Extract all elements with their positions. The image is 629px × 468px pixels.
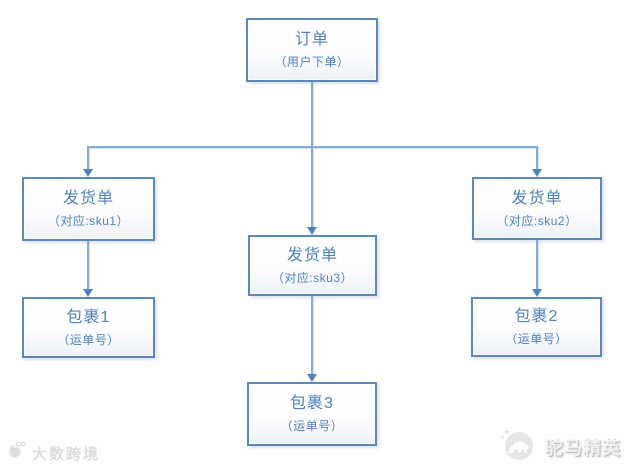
watermark-bottom-left: 大数跨境 xyxy=(6,440,100,467)
connector-ship2-to-pkg2 xyxy=(536,240,538,290)
node-title: 发货单 xyxy=(62,190,114,207)
arrowhead-to-ship2 xyxy=(532,169,542,177)
node-title: 发货单 xyxy=(511,189,563,207)
node-package-3: 包裹3 （运单号） xyxy=(247,382,377,446)
connector-drop-right xyxy=(536,146,538,170)
connector-drop-left xyxy=(87,146,89,170)
node-shipment-sku2: 发货单 （对应:sku2） xyxy=(472,177,602,240)
watermark-bottom-right: 驼马精英 xyxy=(497,426,621,467)
node-title: 包裹3 xyxy=(290,395,334,412)
hand-logo-icon xyxy=(6,440,28,467)
connector-order-to-ship3-vertical xyxy=(311,82,313,228)
node-title: 包裹2 xyxy=(514,308,559,325)
connector-ship3-to-pkg3 xyxy=(311,296,313,375)
watermark-text: 大数跨境 xyxy=(32,446,101,463)
arrowhead-to-pkg1 xyxy=(83,289,93,297)
arrowhead-to-ship1 xyxy=(83,169,93,177)
node-package-1: 包裹1 （运单号） xyxy=(22,297,155,358)
node-shipment-sku1: 发货单 （对应:sku1） xyxy=(22,177,155,241)
node-title: 订单 xyxy=(294,31,329,48)
camel-badge-icon xyxy=(497,426,539,467)
arrowhead-to-pkg3 xyxy=(307,374,317,382)
arrowhead-to-pkg2 xyxy=(532,289,542,297)
connector-ship1-to-pkg1 xyxy=(87,241,89,290)
node-subtitle: （对应:sku1） xyxy=(47,214,130,228)
node-subtitle: （对应:sku3） xyxy=(271,270,354,285)
node-subtitle: （运单号） xyxy=(505,332,568,346)
node-subtitle: （运单号） xyxy=(280,419,344,433)
node-package-2: 包裹2 （运单号） xyxy=(471,297,602,357)
node-title: 包裹1 xyxy=(66,308,111,326)
arrowhead-to-ship3 xyxy=(307,227,317,235)
node-subtitle: （用户下单） xyxy=(274,55,350,69)
node-shipment-sku3: 发货单 （对应:sku3） xyxy=(248,235,377,296)
node-title: 发货单 xyxy=(286,246,338,264)
node-subtitle: （运单号） xyxy=(57,332,120,347)
node-subtitle: （对应:sku2） xyxy=(496,213,578,228)
watermark-text: 驼马精英 xyxy=(545,437,621,458)
node-order: 订单 （用户下单） xyxy=(246,18,378,82)
connector-branch-horizontal xyxy=(87,146,538,148)
